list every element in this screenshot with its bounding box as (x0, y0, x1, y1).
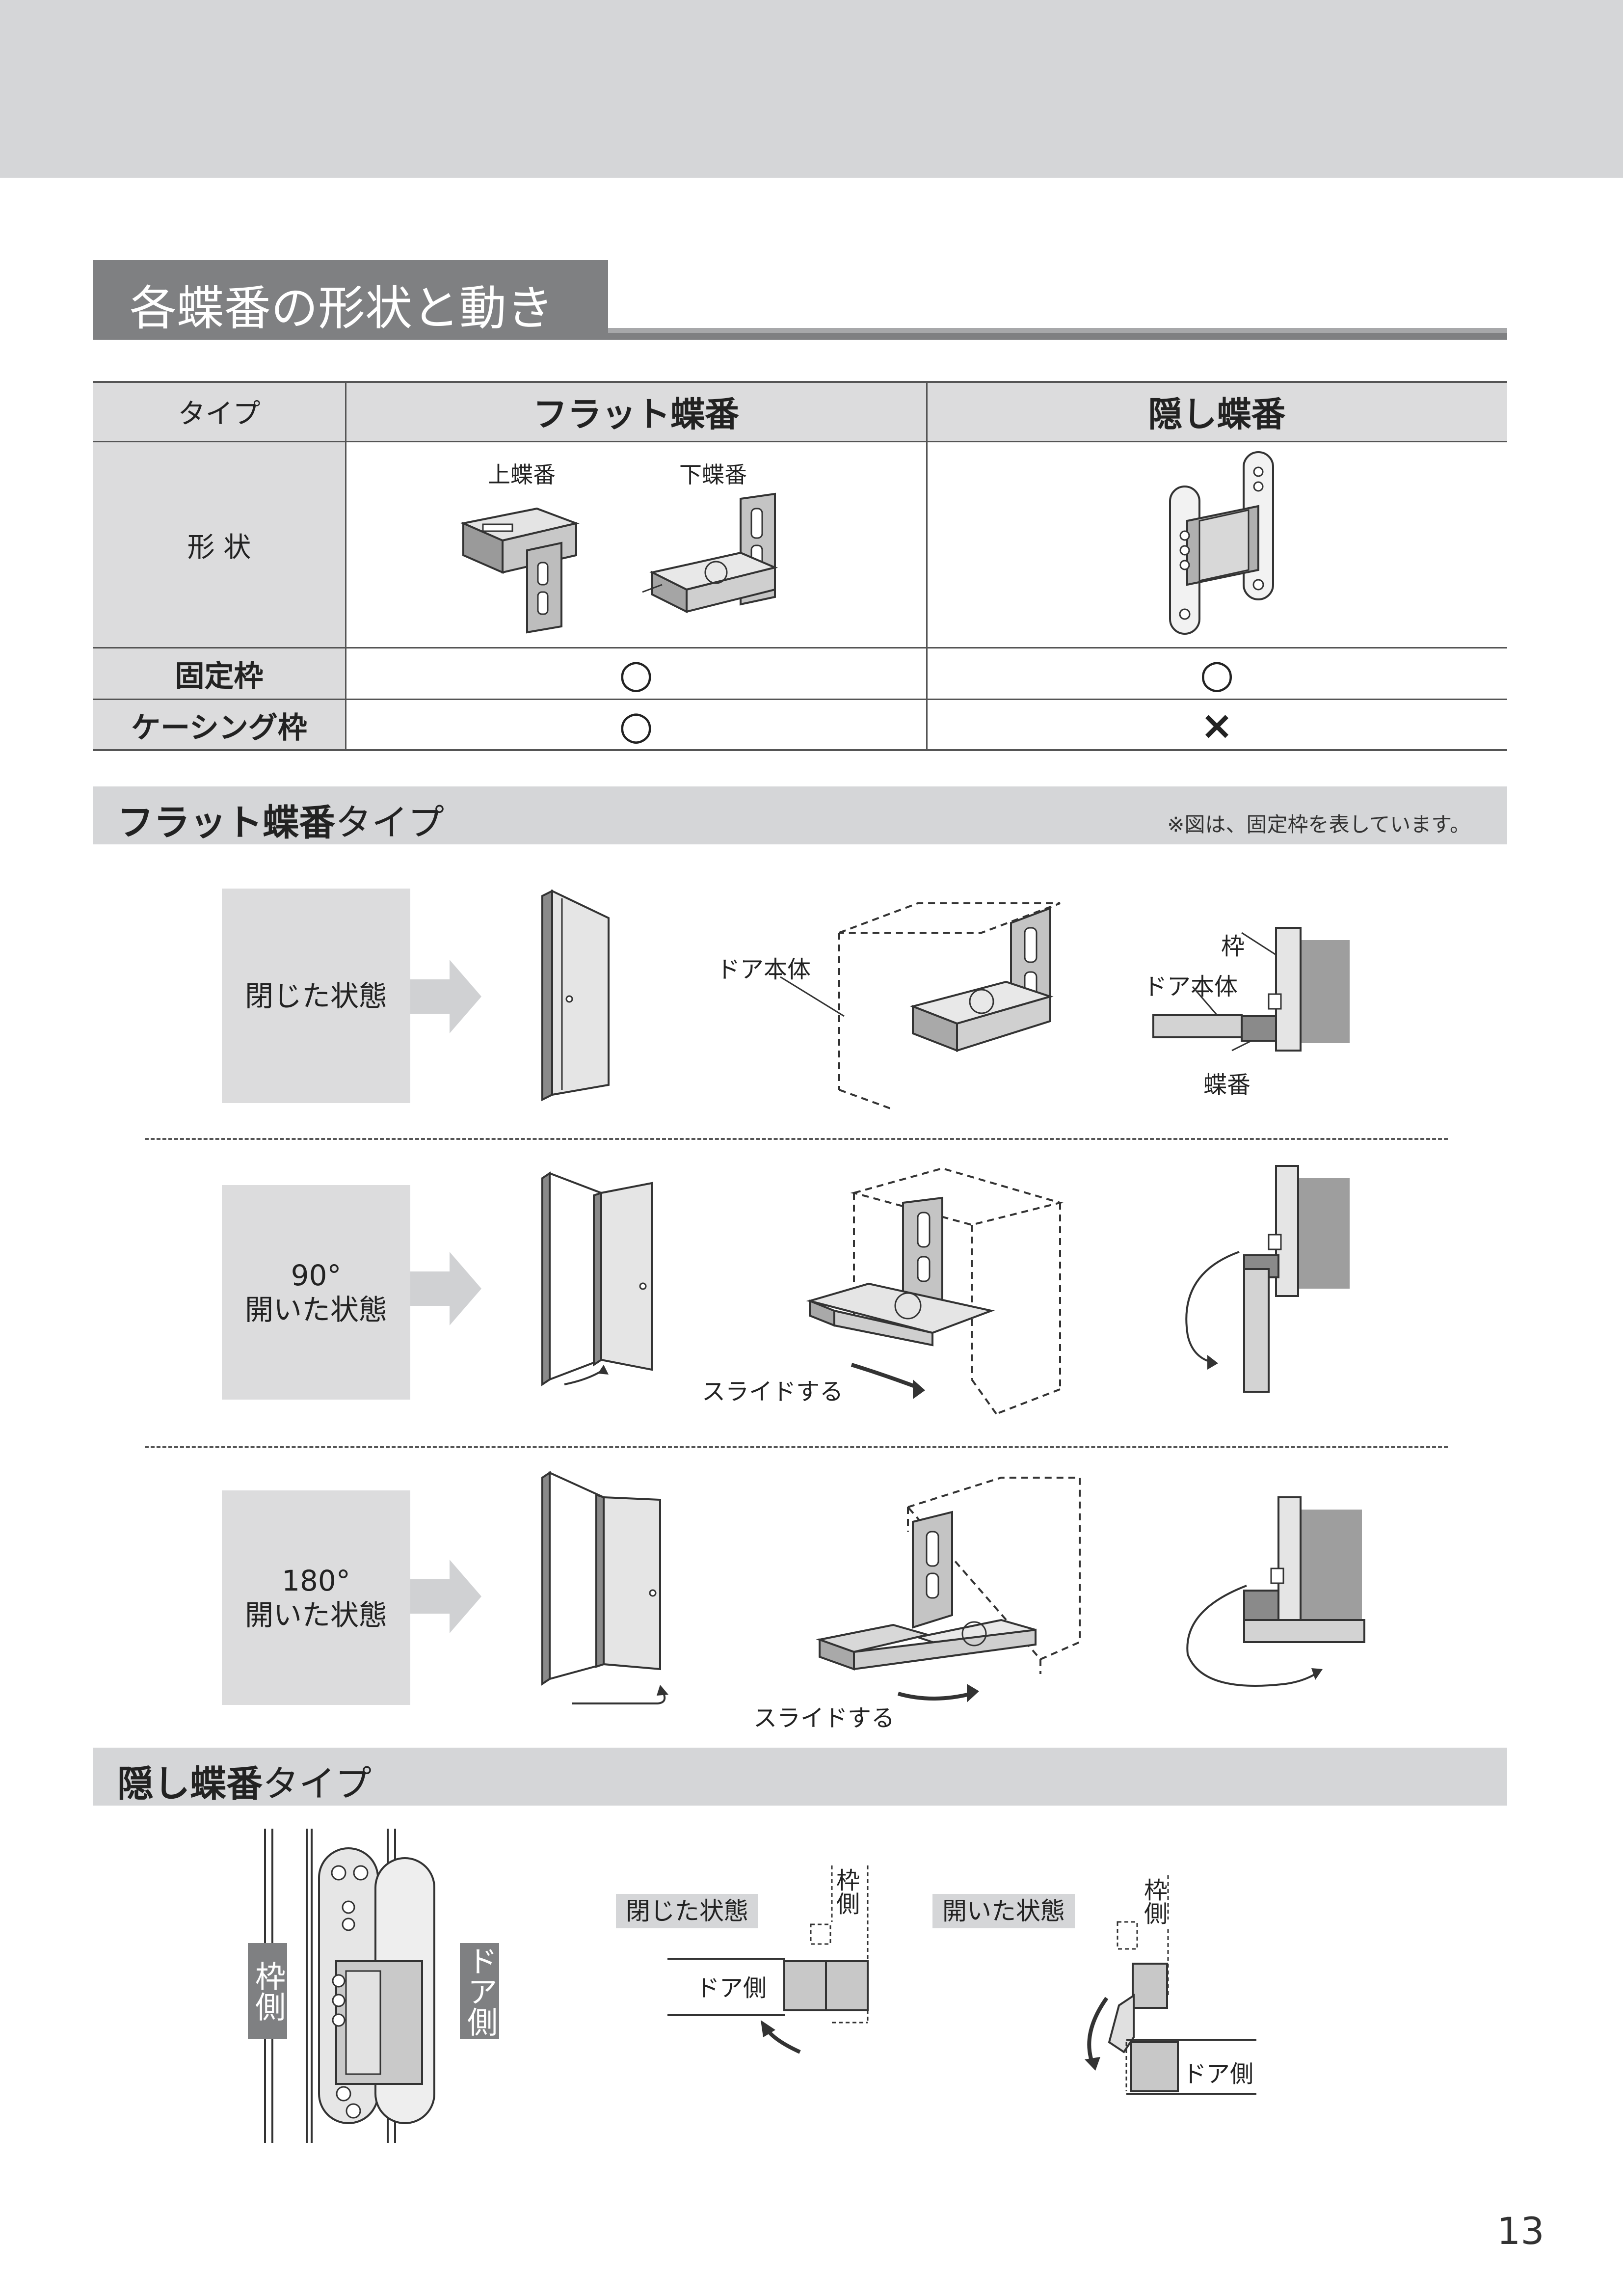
open-180-hinge-detail (816, 1477, 1081, 1702)
casing-flat-mark: ○ (619, 702, 653, 748)
door-side-badge: ドア側 (460, 1943, 499, 2039)
closed-state-label: 閉じた状態 (616, 1894, 758, 1928)
state-closed-box: 閉じた状態 (222, 889, 410, 1103)
table-line-top (93, 381, 1507, 383)
header-flat-cell: フラット蝶番 (346, 381, 927, 442)
comparison-table: タイプ フラット蝶番 隠し蝶番 形 状 固定枠 ケーシング枠 ○ ○ ○ × 上… (93, 381, 1507, 751)
page-number: 13 (1497, 2209, 1544, 2253)
label-door-body: ドア本体 (717, 956, 811, 983)
table-line-1 (93, 441, 1507, 442)
open-90-section-view (1185, 1165, 1350, 1393)
closed-door-illustration (541, 889, 610, 1102)
closed-hinge-detail (838, 902, 1061, 1110)
title-rule-light (608, 328, 1507, 334)
closed-frame-side: 枠側 (832, 1868, 859, 1915)
row-fixed-label: 固定枠 (175, 659, 264, 694)
row-casing-label-cell: ケーシング枠 (93, 700, 346, 751)
header-hidden-cell: 隠し蝶番 (927, 381, 1507, 442)
header-type-cell: タイプ (93, 381, 346, 442)
label-slide-1: スライドする (702, 1378, 844, 1405)
open-90-door-illustration (541, 1171, 653, 1386)
open-90-hinge-detail (806, 1167, 1064, 1415)
hidden-hinge-front-view (264, 1829, 435, 2143)
fixed-hidden-mark: ○ (1199, 651, 1234, 697)
fixed-flat-mark: ○ (619, 651, 653, 697)
state-closed-arrow (410, 960, 481, 1033)
label-frame: 枠 (1221, 933, 1245, 960)
table-line-2 (93, 647, 1507, 648)
open-180-door-illustration (541, 1471, 668, 1704)
hidden-open-diagram (1085, 1875, 1256, 2095)
header-type: タイプ (178, 398, 261, 430)
row-shape-label: 形 状 (187, 531, 251, 564)
label-slide-2: スライドする (753, 1704, 895, 1732)
casing-hidden-cell: × (927, 700, 1507, 751)
lower-hinge-label: 下蝶番 (679, 461, 747, 488)
label-hinge: 蝶番 (1203, 1071, 1251, 1099)
top-band (0, 0, 1623, 178)
state-90-arrow (410, 1252, 481, 1325)
hidden-section-bar: 隠し蝶番タイプ (93, 1748, 1507, 1806)
flat-section-note: ※図は、固定枠を表しています。 (1167, 812, 1470, 837)
state-90-box: 90°開いた状態 (222, 1185, 410, 1400)
hidden-closed-diagram (667, 1865, 869, 2054)
row-shape-label-cell: 形 状 (93, 442, 346, 648)
fixed-flat-cell: ○ (346, 648, 927, 700)
upper-hinge-label: 上蝶番 (488, 461, 556, 488)
lower-flat-hinge-illustration (642, 492, 778, 614)
hidden-section-title: 隠し蝶番タイプ (117, 1763, 372, 1805)
closed-door-side: ドア側 (696, 1974, 767, 2002)
flat-section-title: フラット蝶番タイプ (117, 802, 444, 844)
page-title: 各蝶番の形状と動き (130, 281, 554, 336)
fixed-hidden-cell: ○ (927, 648, 1507, 700)
label-door-body-2: ドア本体 (1144, 973, 1238, 1000)
open-state-label: 開いた状態 (932, 1894, 1075, 1928)
header-hidden: 隠し蝶番 (1148, 394, 1286, 434)
open-door-side: ドア側 (1183, 2060, 1254, 2088)
state-180-box: 180°開いた状態 (222, 1490, 410, 1705)
upper-flat-hinge-illustration (460, 507, 580, 634)
frame-side-badge: 枠側 (248, 1943, 287, 2039)
casing-flat-cell: ○ (346, 700, 927, 751)
state-180-arrow (410, 1560, 481, 1633)
row-casing-label: ケーシング枠 (131, 711, 307, 745)
title-rule (93, 333, 1507, 340)
row-fixed-label-cell: 固定枠 (93, 648, 346, 700)
divider-2 (145, 1446, 1448, 1448)
divider-1 (145, 1138, 1448, 1140)
table-vline-2 (926, 381, 928, 751)
open-frame-side: 枠側 (1140, 1878, 1167, 1925)
table-vline-1 (345, 381, 346, 751)
casing-hidden-mark: × (1200, 702, 1234, 748)
table-line-bottom (93, 749, 1507, 751)
closed-section-view (1152, 927, 1350, 1052)
page-title-box: 各蝶番の形状と動き (93, 260, 608, 336)
flat-section-bar: フラット蝶番タイプ ※図は、固定枠を表しています。 (93, 786, 1507, 844)
header-flat: フラット蝶番 (533, 394, 739, 434)
open-180-section-view (1186, 1496, 1365, 1687)
table-line-3 (93, 699, 1507, 700)
door-body-leader (780, 976, 845, 1017)
hidden-hinge-illustration (1169, 451, 1274, 635)
